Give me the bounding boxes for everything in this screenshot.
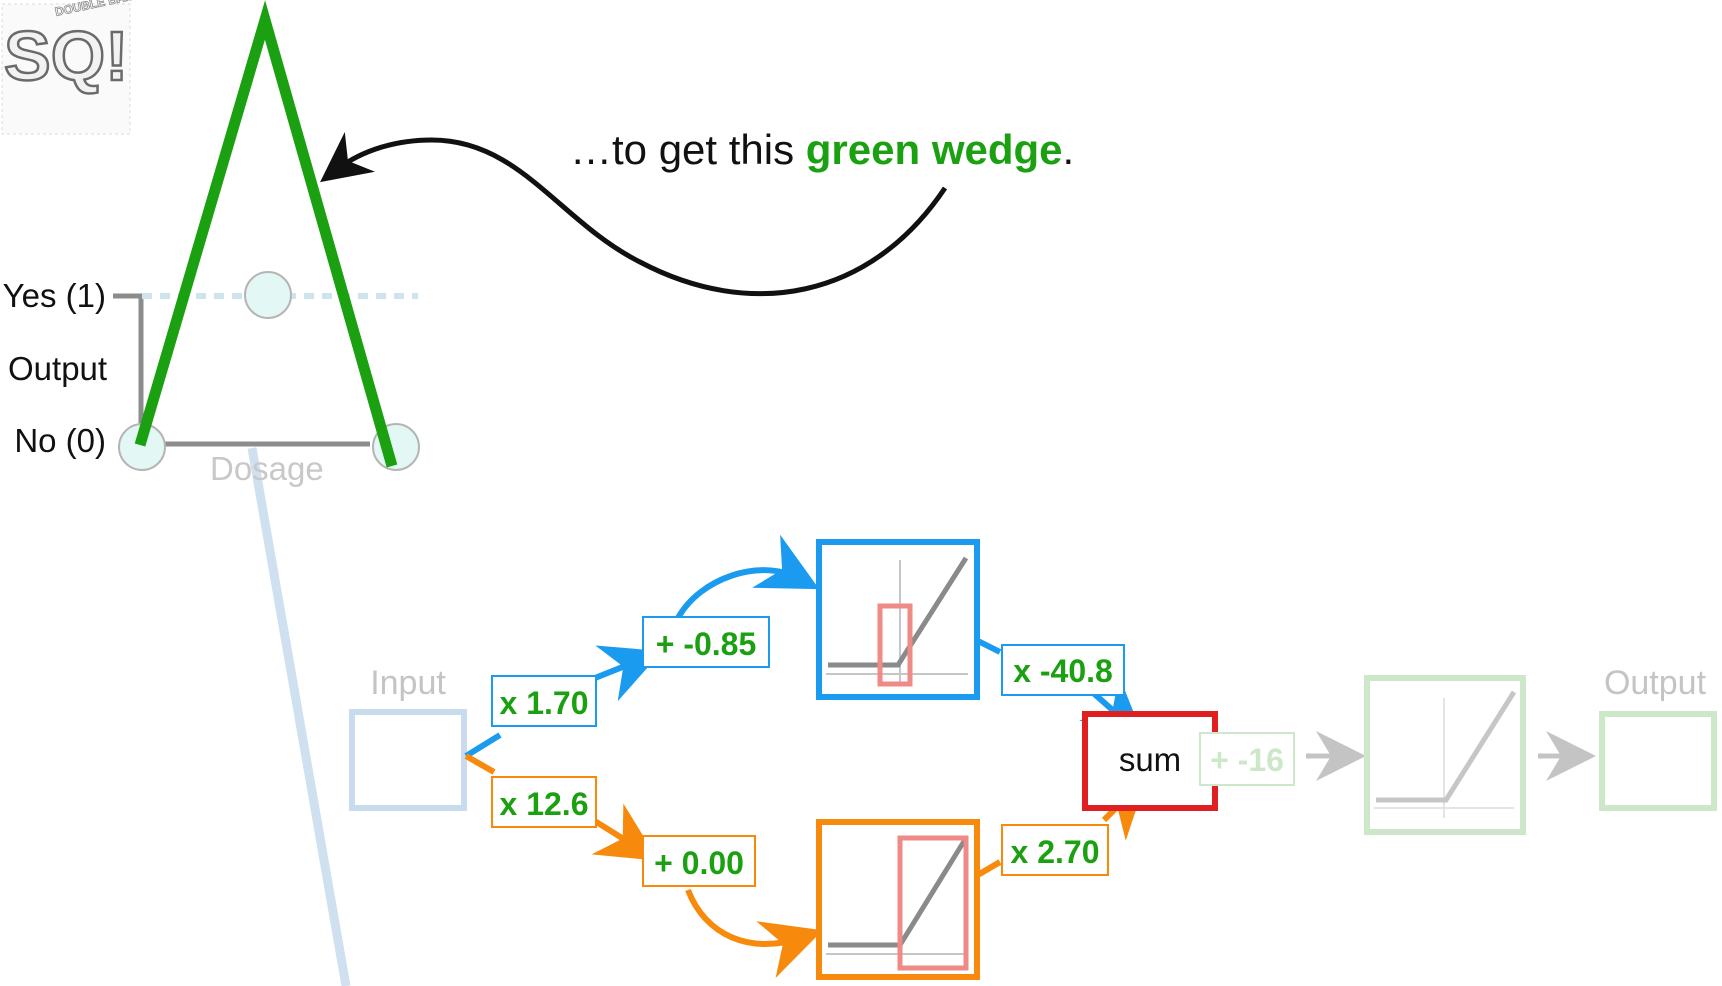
y-label-no: No (0) (14, 422, 106, 459)
orange-arrow-to-activation (685, 888, 823, 978)
final-bias-box (1199, 732, 1295, 786)
logo-main: SQ! (4, 17, 128, 95)
green-wedge (134, 0, 398, 468)
top-out-weight-label: x -40.8 (1013, 653, 1113, 689)
top-activation-highlight (877, 603, 913, 687)
bottom-bias-box (642, 835, 756, 887)
x-axis-title: Dosage (210, 450, 324, 487)
logo-background (1, 3, 131, 135)
bottom-weight-label: x 12.6 (500, 786, 589, 822)
bottom-weight-box (491, 776, 597, 828)
blue-connector-1 (464, 732, 502, 759)
y-axis-title: Output (8, 350, 107, 387)
bottom-out-weight-box (1001, 824, 1109, 876)
output-node (1599, 711, 1717, 811)
blue-arrow-to-activation (675, 534, 820, 620)
top-bias-box (642, 616, 770, 668)
sum-node (1082, 711, 1218, 811)
sum-label: sum (1119, 741, 1181, 778)
top-activation-frame (816, 539, 980, 700)
blue-arrow-to-bias (588, 645, 663, 702)
final-activation-curve (1376, 690, 1517, 803)
bottom-activation-node (816, 819, 980, 980)
faded-guide-line (247, 447, 351, 986)
top-activation-curve (828, 556, 969, 668)
bottom-bias-label: + 0.00 (654, 845, 744, 881)
output-graph: Yes (1) Output No (0) Dosage (3, 0, 420, 487)
orange-arrow-to-bias (588, 803, 659, 861)
caption: …to get this green wedge. (570, 126, 1074, 173)
output-label: Output (1604, 664, 1707, 702)
top-out-weight-box (1001, 644, 1125, 696)
final-bias-label: + -16 (1210, 742, 1284, 778)
top-bias-label: + -0.85 (656, 626, 757, 662)
input-label: Input (370, 664, 446, 702)
top-weight-label: x 1.70 (500, 685, 589, 721)
pointer-arrow (320, 131, 948, 297)
caption-prefix: …to get this (570, 126, 806, 173)
logo: SQ! DOUBLE BAM!! (1, 0, 144, 135)
caption-highlight: green wedge (806, 126, 1063, 173)
top-weight-box (491, 675, 597, 727)
caption-suffix: . (1063, 126, 1075, 173)
graph-axes (113, 293, 370, 447)
y-label-yes: Yes (1) (3, 277, 106, 314)
top-activation-node (816, 539, 980, 700)
bottom-activation-highlight (897, 835, 969, 971)
data-point-yes (244, 271, 292, 319)
bottom-out-weight-label: x 2.70 (1011, 834, 1100, 870)
orange-connector-1 (464, 753, 496, 775)
input-node (349, 709, 467, 811)
final-activation-node (1364, 675, 1526, 835)
